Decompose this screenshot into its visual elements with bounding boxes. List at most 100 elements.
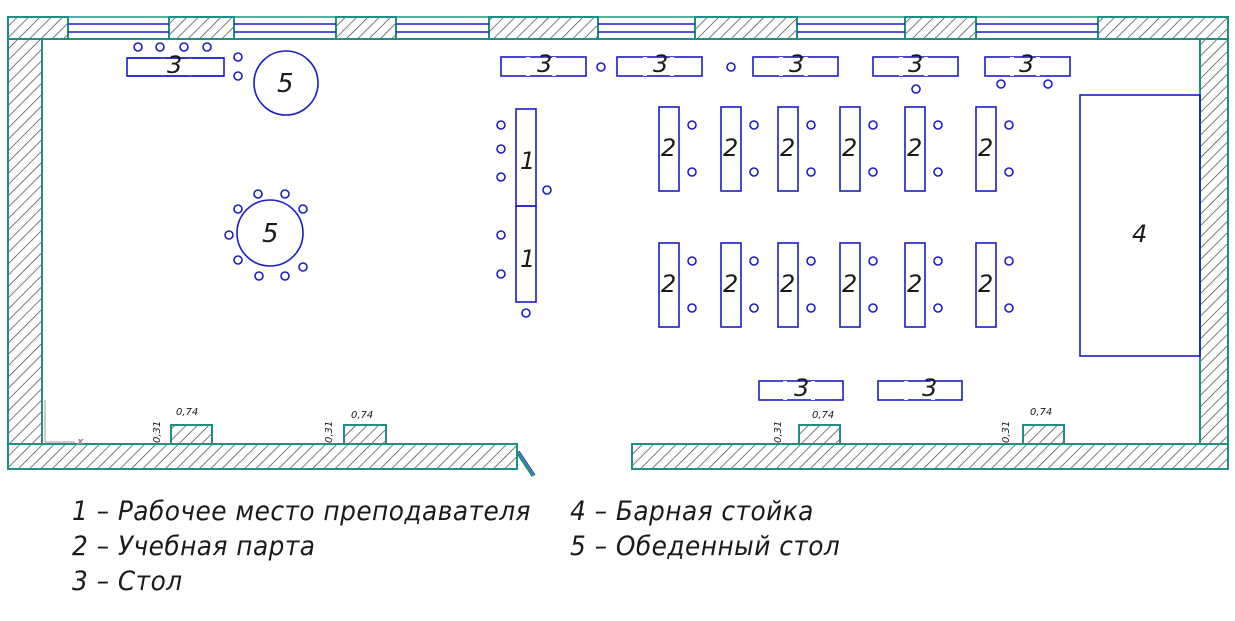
top-pier: [7, 16, 69, 40]
axis-x-label: x: [77, 437, 83, 446]
student-desk: [904, 106, 926, 192]
teacher-desk-label: 1: [520, 245, 535, 273]
table-3: [877, 380, 963, 401]
student-desk-label: 2: [978, 134, 993, 162]
table-3: [500, 56, 587, 77]
student-chair: [806, 256, 816, 266]
top-pier: [1097, 16, 1229, 40]
legend-item-student-desk: 2 – Учебная парта: [72, 531, 316, 562]
dim-sill-height: 0,31: [324, 421, 335, 443]
student-desk-label: 2: [723, 134, 738, 162]
top-pier: [168, 16, 235, 40]
door-leaf: [515, 451, 535, 477]
table-label: 3: [789, 50, 804, 78]
student-chair: [687, 256, 697, 266]
wall-inner-outline: [41, 38, 1201, 444]
furniture: [126, 42, 1201, 401]
table-label: 3: [794, 374, 809, 402]
student-chair: [868, 256, 878, 266]
legend-item-table: 3 – Стол: [72, 566, 183, 597]
student-desk-label: 2: [907, 134, 922, 162]
wall-bottom-right: [631, 443, 1229, 470]
student-chair: [1004, 303, 1014, 313]
student-chair: [806, 120, 816, 130]
student-desk-label: 2: [661, 134, 676, 162]
legend-item-teacher-desk: 1 – Рабочее место преподавателя: [72, 496, 531, 527]
student-desk: [975, 242, 997, 328]
student-desk-label: 2: [842, 270, 857, 298]
student-chair: [806, 167, 816, 177]
student-chair: [933, 256, 943, 266]
student-desk: [658, 106, 680, 192]
dim-window-width: 0,74: [176, 407, 198, 418]
dim-window-width: 0,74: [351, 410, 373, 421]
window-block: [1022, 424, 1065, 445]
student-desk: [720, 242, 742, 328]
dining-table: [236, 199, 304, 267]
window-block: [170, 424, 213, 445]
student-desk: [720, 106, 742, 192]
student-chair: [749, 120, 759, 130]
student-desk-label: 2: [842, 134, 857, 162]
student-chair: [933, 303, 943, 313]
student-chair: [933, 120, 943, 130]
wall-right: [1199, 16, 1229, 470]
dim-window-width: 0,74: [812, 410, 834, 421]
table-label: 3: [653, 50, 668, 78]
student-chair: [1004, 120, 1014, 130]
table-3: [872, 56, 959, 77]
table-3: [758, 380, 844, 401]
table-3-edges: [127, 57, 224, 77]
top-pier: [488, 16, 599, 40]
student-desk-label: 2: [978, 270, 993, 298]
wall-left: [7, 16, 43, 470]
student-desk-label: 2: [780, 134, 795, 162]
student-chair: [868, 120, 878, 130]
student-desk-label: 2: [780, 270, 795, 298]
dining-table-label: 5: [262, 219, 279, 249]
student-desk: [777, 106, 799, 192]
teacher-desk: [515, 205, 537, 303]
teacher-desk-label: 1: [520, 147, 535, 175]
student-desk: [658, 242, 680, 328]
table-3: [616, 56, 703, 77]
student-chair: [1004, 167, 1014, 177]
bar-counter-label: 4: [1132, 220, 1147, 248]
dining-table-label: 5: [277, 69, 294, 99]
wall-bottom-left: [7, 443, 518, 470]
student-chair: [868, 167, 878, 177]
walls: [7, 16, 1229, 477]
chairs: [133, 42, 1053, 94]
bottom-windows: 0,74 0,74 0,74 0,74 0,31 0,31 0,31 0,31: [152, 407, 1065, 445]
student-desk: [839, 242, 861, 328]
bar-counter: [1079, 94, 1201, 357]
teacher-chairs: [496, 120, 552, 318]
student-chair: [933, 167, 943, 177]
legend-item-dining-table: 5 – Обеденный стол: [570, 531, 841, 562]
student-chair: [806, 303, 816, 313]
student-desk: [777, 242, 799, 328]
student-desk: [975, 106, 997, 192]
student-desk-label: 2: [907, 270, 922, 298]
student-chair: [749, 256, 759, 266]
student-chair: [868, 303, 878, 313]
student-chair: [687, 303, 697, 313]
student-chair: [749, 303, 759, 313]
window-block: [343, 424, 387, 445]
student-chair: [687, 120, 697, 130]
student-desk-label: 2: [723, 270, 738, 298]
door-leaf-line: [518, 450, 536, 476]
top-pier: [335, 16, 397, 40]
dining-chairs: [224, 189, 308, 281]
top-pier: [694, 16, 798, 40]
dim-sill-height: 0,31: [1001, 421, 1012, 443]
table-3: [984, 56, 1071, 77]
top-windows: [68, 23, 1098, 33]
table-label: 3: [1019, 50, 1034, 78]
dim-window-width: 0,74: [1030, 407, 1052, 418]
student-chair: [1004, 256, 1014, 266]
table-label: 3: [922, 374, 937, 402]
dim-sill-height: 0,31: [773, 421, 784, 443]
